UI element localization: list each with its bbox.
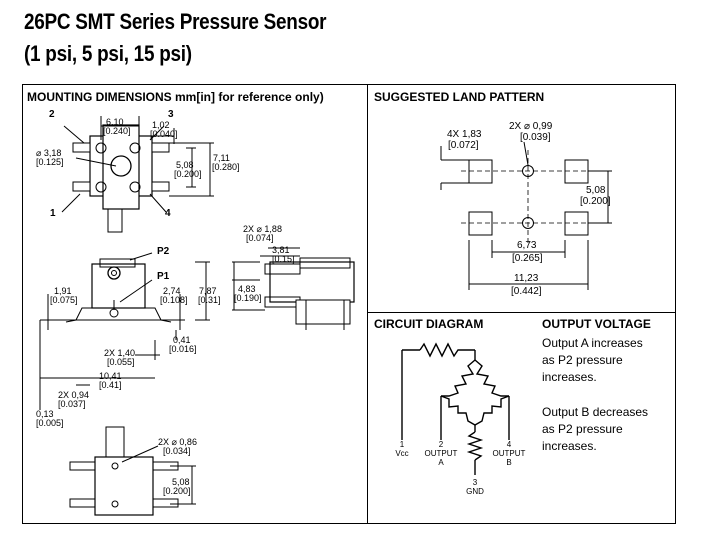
mounting-header: MOUNTING DIMENSIONS mm[in] for reference… [27, 90, 324, 104]
pin2-name: OUTPUT [424, 449, 458, 458]
pin-4-label: 4 [165, 208, 171, 219]
pin1-group: 1 Vcc [390, 440, 414, 458]
dim-041-in: [0.016] [169, 344, 197, 354]
dim-711: 7,11 [213, 153, 230, 163]
port-p1-label: P1 [157, 271, 170, 282]
dim-787: 7,87 [199, 286, 217, 296]
land-hole-size-in: [0.039] [520, 132, 551, 143]
dim-191: 1,91 [54, 286, 72, 296]
dim-381: 3,81 [272, 245, 290, 255]
dim-041: 0,41 [173, 335, 191, 345]
pin3-number: 3 [472, 478, 478, 487]
dim-dia-318: ⌀ 3,18 [36, 148, 62, 158]
dim-v508: 5,08 [172, 477, 190, 487]
dim-508: 5,08 [176, 160, 194, 170]
land-508: 5,08 [586, 185, 606, 196]
pin3-group: 3 GND [461, 478, 489, 496]
dim-140-in: [0.055] [107, 357, 135, 367]
dim-102: 1,02 [152, 120, 170, 130]
dim-dia-188-in: [0.074] [246, 233, 274, 243]
dim-140: 2X 1,40 [104, 348, 136, 358]
dim-1041: 10,41 [99, 371, 122, 381]
bottom-view [69, 426, 196, 516]
dim-1041-in: [0.41] [99, 380, 122, 390]
output-b-description: Output B decreases as P2 pressure increa… [542, 405, 649, 453]
pin1-name: Vcc [395, 449, 409, 458]
output-a-description: Output A increases as P2 pressure increa… [542, 336, 643, 384]
land-508-in: [0.200] [580, 196, 611, 207]
dim-711-in: [0.280] [212, 162, 240, 172]
pin4-sub: B [506, 458, 512, 467]
dim-191-in: [0.075] [50, 295, 78, 305]
dim-dia-086: 2X ⌀ 0,86 [158, 437, 197, 447]
land-header: SUGGESTED LAND PATTERN [374, 90, 545, 104]
dim-v508-in: [0.200] [163, 486, 191, 496]
dim-013-in: [0.005] [36, 418, 64, 428]
dim-013: 0,13 [36, 409, 54, 419]
output-header: OUTPUT VOLTAGE [542, 317, 651, 331]
land-hole-size: 2X ⌀ 0,99 [509, 121, 553, 132]
circuit-bridge [401, 342, 510, 475]
pin2-sub: A [438, 458, 444, 467]
dim-508-in: [0.200] [174, 169, 202, 179]
circuit-header: CIRCUIT DIAGRAM [374, 317, 484, 331]
pin-2-label: 2 [49, 109, 55, 120]
land-1123: 11,23 [514, 273, 539, 284]
top-view [61, 116, 214, 233]
document-subtitle: (1 psi, 5 psi, 15 psi) [24, 41, 192, 66]
document-title: 26PC SMT Series Pressure Sensor [24, 9, 327, 34]
port-p2-label: P2 [157, 246, 170, 257]
end-view [232, 247, 355, 330]
dim-102-in: [0.040] [150, 129, 178, 139]
pin-1-label: 1 [50, 208, 56, 219]
dim-width-610: 6,10 [106, 117, 124, 127]
dim-787-in: [0.31] [198, 295, 221, 305]
pin3-name: GND [466, 487, 484, 496]
pin4-group: 4 OUTPUT B [489, 440, 529, 467]
land-1123-in: [0.442] [511, 286, 542, 297]
dim-483-in: [0.190] [234, 293, 262, 303]
dim-381-in: [0.15] [272, 254, 295, 264]
dim-094-in: [0.037] [58, 399, 86, 409]
circuit-panel [367, 312, 676, 524]
pin2-number: 2 [438, 440, 444, 449]
land-pad-size-in: [0.072] [448, 140, 479, 151]
dim-483: 4,83 [238, 284, 256, 294]
pin-3-label: 3 [168, 109, 174, 120]
pin4-number: 4 [506, 440, 512, 449]
dim-width-610-in: [0.240] [103, 126, 131, 136]
dim-dia-318-text: 3,18 [43, 148, 62, 158]
pin2-group: 2 OUTPUT A [421, 440, 461, 467]
pin4-name: OUTPUT [492, 449, 526, 458]
dim-dia-318-in: [0.125] [36, 157, 64, 167]
dim-dia-086-in: [0.034] [163, 446, 191, 456]
dim-274: 2,74 [163, 286, 181, 296]
land-673: 6,73 [517, 240, 537, 251]
dim-094: 2X 0,94 [58, 390, 90, 400]
land-pad-size: 4X 1,83 [447, 129, 482, 140]
pin1-number: 1 [399, 440, 405, 449]
side-view [39, 252, 210, 410]
land-673-in: [0.265] [512, 253, 543, 264]
dim-dia-188: 2X ⌀ 1,88 [243, 224, 282, 234]
land-pattern [440, 141, 612, 290]
dim-274-in: [0.108] [160, 295, 188, 305]
